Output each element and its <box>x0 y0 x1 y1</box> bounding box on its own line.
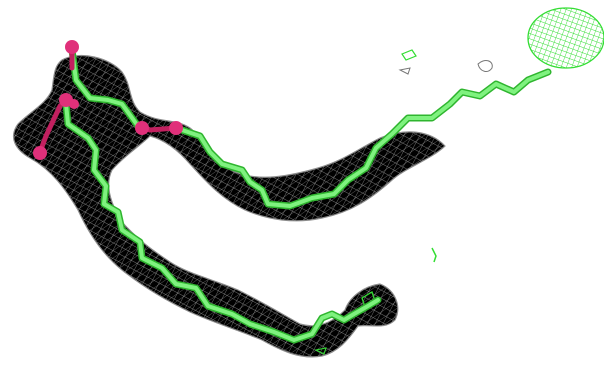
carbon-chain-lower-highlight <box>64 102 380 342</box>
difference-density-fragment <box>314 347 327 355</box>
oxygen-atom <box>65 40 79 54</box>
carbon-chain <box>62 46 552 344</box>
oxygen-atom <box>169 121 183 135</box>
carbon-chain-backbone-highlight <box>70 48 140 128</box>
difference-density-fragment <box>401 49 417 61</box>
difference-density-blob-large <box>527 7 604 69</box>
density-mesh <box>13 54 446 358</box>
oxygen-atoms <box>33 40 183 160</box>
difference-density <box>314 7 604 355</box>
difference-density-fragment <box>431 247 437 263</box>
oxygen-atom <box>69 99 79 109</box>
oxygen-atom <box>135 121 149 135</box>
difference-density-fragment <box>477 60 493 72</box>
carbon-chain-upper-highlight <box>174 70 550 208</box>
density-mesh-outline <box>13 54 446 358</box>
oxygen-atom <box>33 146 47 160</box>
difference-density-fragment <box>398 67 411 75</box>
